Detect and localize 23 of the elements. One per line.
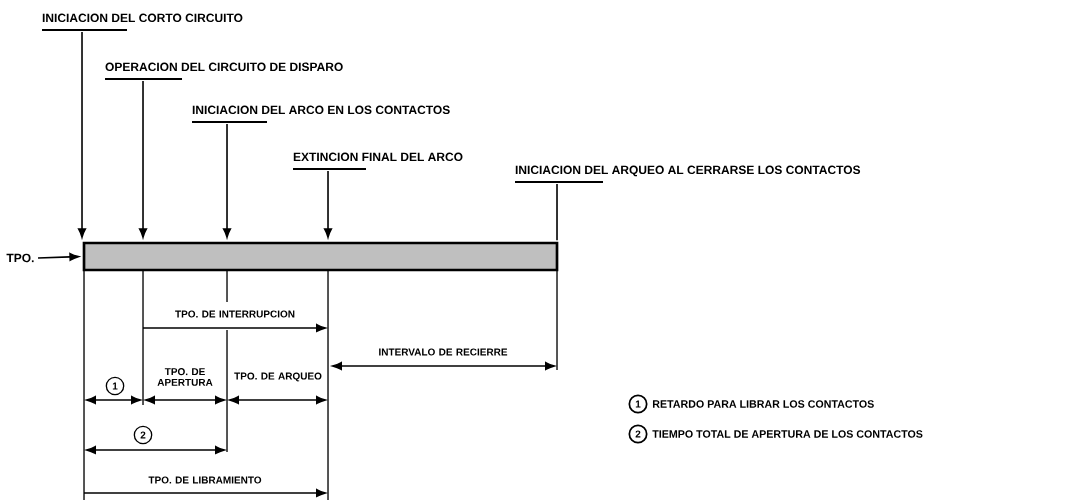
callout-number: 2 <box>133 425 153 445</box>
legend-text: TIEMPO TOTAL DE APERTURA DE LOS CONTACTOS <box>652 430 923 438</box>
leader-arrow <box>138 80 148 238</box>
dimension-label: TPO. DE LIBRAMIENTO <box>148 476 262 484</box>
arrow <box>37 252 79 261</box>
dimension-label: TPO. DE INTERRUPCION <box>175 310 295 318</box>
callout-number: 1 <box>105 376 125 396</box>
axis-label: TPO. <box>6 253 34 263</box>
leader-arrow <box>323 170 333 238</box>
event-label: INICIACION DEL CORTO CIRCUITO <box>42 13 243 23</box>
dimension-label: TPO. DE APERTURA <box>157 368 213 386</box>
legend-text: RETARDO PARA LIBRAR LOS CONTACTOS <box>653 400 874 408</box>
callout-number: 2 <box>628 424 648 444</box>
event-label: EXTINCION FINAL DEL ARCO <box>293 152 463 162</box>
dimension-label: INTERVALO DE RECIERRE <box>379 348 508 356</box>
event-label: INICIACION DEL ARCO EN LOS CONTACTOS <box>192 105 450 115</box>
callout-number: 1 <box>628 394 648 414</box>
event-label: INICIACION DEL ARQUEO AL CERRARSE LOS CONTACTOS <box>515 165 861 177</box>
leader-arrow <box>222 123 232 238</box>
time-bar <box>82 241 559 272</box>
dimension-label: TPO. DE ARQUEO <box>234 372 322 382</box>
event-label: OPERACION DEL CIRCUITO DE DISPARO <box>105 62 343 72</box>
leader-arrow <box>77 31 87 238</box>
